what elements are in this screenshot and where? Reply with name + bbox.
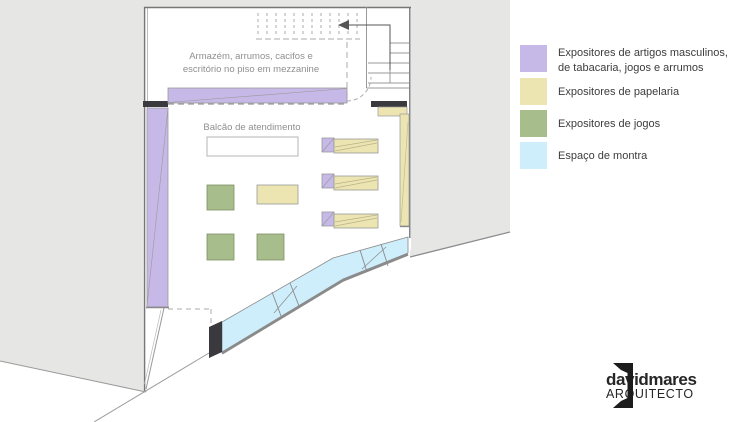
site-context-left — [0, 0, 147, 392]
architect-logo: davidmares ARQUITECTO — [606, 363, 728, 409]
balcao-label: Balcão de atendimento — [203, 122, 300, 133]
armazem-label-line2: escritório no piso em mezzanine — [183, 64, 319, 75]
expositor-jogos-2 — [206, 233, 235, 261]
legend-label-papelaria: Expositores de papelaria — [558, 86, 680, 98]
shelf-unit-2 — [321, 173, 379, 191]
logo-bracket-icon — [613, 363, 633, 408]
counter — [206, 136, 299, 157]
shelf-unit-3 — [321, 211, 379, 229]
site-context-right — [410, 0, 510, 257]
expositor-purple-top — [167, 87, 348, 104]
street-edge-right — [409, 231, 511, 258]
legend-item-papelaria: Expositores de papelaria — [520, 78, 679, 105]
legend-label-montra: Espaço de montra — [558, 150, 648, 162]
wall-left-bottom-angled — [145, 307, 165, 390]
wall-black-right — [371, 101, 407, 107]
facade-outer-line — [221, 253, 409, 355]
expositor-papelaria-table — [256, 184, 299, 205]
staircase — [366, 7, 409, 89]
legend-label-jogos: Expositores de jogos — [558, 118, 661, 130]
montra-window-division-1 — [271, 282, 300, 317]
legend-swatch-cream — [520, 78, 547, 105]
street-edge-left — [0, 360, 147, 393]
wall-black-left — [143, 101, 168, 107]
wall-left-bottom-angled-inner — [144, 309, 162, 385]
entrance-dashed-guide — [168, 308, 212, 326]
legend-swatch-green — [520, 110, 547, 137]
street-property-line — [93, 352, 210, 422]
legend-label-masculinos-line2: de tabacaria, jogos e arrumos — [558, 62, 704, 74]
entrance-door — [209, 321, 222, 358]
legend-item-jogos: Expositores de jogos — [520, 110, 660, 137]
stair-direction-arrow — [344, 24, 391, 70]
expositor-purple-left — [146, 107, 169, 309]
expositor-jogos-3 — [256, 233, 285, 261]
legend-swatch-blue — [520, 142, 547, 169]
legend-swatch-purple — [520, 45, 547, 72]
armazem-label-line1: Armazém, arrumos, cacifos e — [189, 51, 313, 62]
site-context-top-strip — [147, 0, 411, 7]
stair-arrowhead — [338, 20, 349, 30]
shelf-unit-1 — [321, 137, 379, 154]
expositor-jogos-1 — [206, 184, 235, 211]
legend-item-masculinos: Expositores de artigos masculinos, de ta… — [520, 45, 728, 76]
legend-item-montra: Espaço de montra — [520, 142, 647, 169]
door-swing-arc — [346, 76, 372, 102]
legend-label-masculinos-line1: Expositores de artigos masculinos, — [558, 47, 728, 59]
montra-window-division-2 — [359, 243, 389, 273]
expositor-papelaria-right-wall — [377, 106, 410, 228]
